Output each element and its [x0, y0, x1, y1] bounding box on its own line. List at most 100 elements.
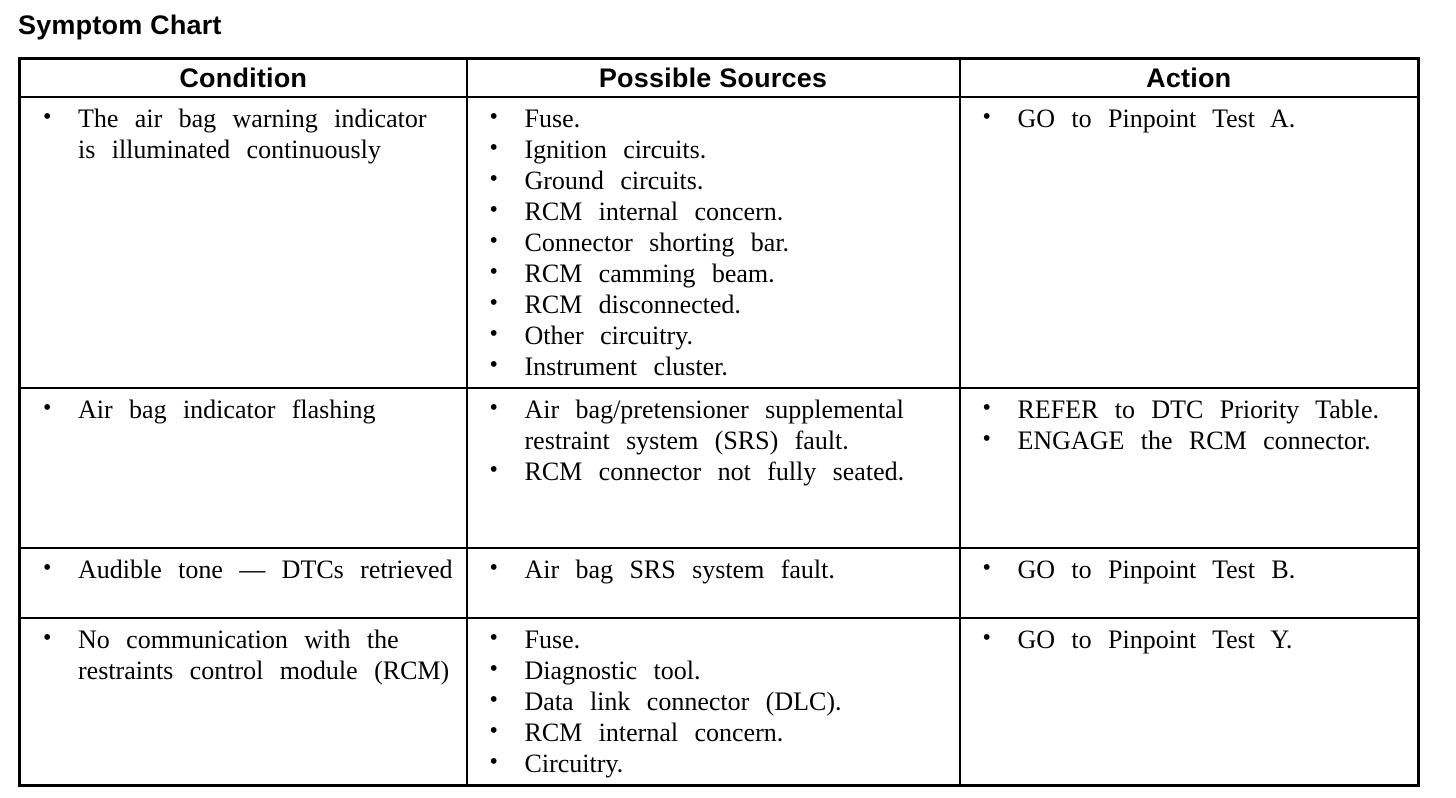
bullet-marker: •	[489, 197, 498, 223]
list-item-text: Diagnostic tool.	[524, 656, 701, 685]
bullet-marker: •	[982, 426, 991, 452]
list-item-text: RCM disconnected.	[524, 290, 741, 319]
column-header-condition: Condition	[18, 57, 468, 98]
column-header-possible-sources: Possible Sources	[465, 57, 961, 98]
bullet-marker: •	[489, 135, 498, 161]
list-item: • Diagnostic tool.	[468, 655, 953, 686]
bullet-marker: •	[489, 656, 498, 682]
action-cell: • GO to Pinpoint Test Y.	[958, 617, 1420, 787]
list-item-text: ENGAGE the RCM connector.	[1017, 426, 1371, 455]
sources-cell: • Air bag/pretensioner supplemental restr…	[465, 387, 961, 549]
sources-cell: • Fuse. • Diagnostic tool. • Data link connec…	[465, 617, 961, 787]
bullet-marker: •	[489, 718, 498, 744]
list-item: • ENGAGE the RCM connector.	[961, 425, 1412, 456]
table-row: • The air bag warning indicator is illumi…	[18, 96, 1420, 389]
bullet-marker: •	[489, 321, 498, 347]
bullet-marker: •	[489, 166, 498, 192]
bullet-marker: •	[982, 104, 991, 130]
bullet-marker: •	[982, 395, 991, 421]
list-item: • Fuse.	[468, 103, 953, 134]
list-item: • Air bag indicator flashing	[21, 394, 460, 425]
bullet-marker: •	[489, 687, 498, 713]
list-item: • Circuitry.	[468, 748, 953, 779]
list-item-text: Data link connector (DLC).	[524, 687, 842, 716]
list-item: • Air bag/pretensioner supplemental restr…	[468, 394, 953, 456]
list-item-text: Air bag indicator flashing	[78, 395, 376, 424]
condition-cell: • Air bag indicator flashing	[18, 387, 468, 549]
list-item-text: Instrument cluster.	[524, 352, 728, 381]
list-item-text: Air bag/pretensioner supplemental restra…	[524, 395, 904, 455]
list-item: • RCM disconnected.	[468, 289, 953, 320]
bullet-marker: •	[489, 625, 498, 651]
list-item-text: RCM internal concern.	[524, 718, 784, 747]
bullet-marker: •	[489, 290, 498, 316]
list-item-text: GO to Pinpoint Test B.	[1017, 555, 1296, 584]
list-item: • RCM internal concern.	[468, 196, 953, 227]
table-header-row: Condition Possible Sources Action	[18, 57, 1420, 98]
bullet-marker: •	[43, 395, 52, 421]
list-item: • RCM internal concern.	[468, 717, 953, 748]
bullet-marker: •	[43, 625, 52, 651]
condition-cell: • No communication with the restraints co…	[18, 617, 468, 787]
list-item-text: Circuitry.	[524, 749, 624, 778]
bullet-marker: •	[43, 104, 52, 130]
list-item-text: REFER to DTC Priority Table.	[1017, 395, 1380, 424]
symptom-chart-table: Condition Possible Sources Action • The a…	[18, 57, 1420, 787]
sources-cell: • Fuse. • Ignition circuits. • Ground circuit…	[465, 96, 961, 389]
list-item: • Ground circuits.	[468, 165, 953, 196]
list-item: • REFER to DTC Priority Table.	[961, 394, 1412, 425]
bullet-marker: •	[489, 749, 498, 775]
list-item: • GO to Pinpoint Test B.	[961, 554, 1412, 585]
list-item: • RCM camming beam.	[468, 258, 953, 289]
bullet-marker: •	[489, 228, 498, 254]
list-item-text: RCM camming beam.	[524, 259, 775, 288]
list-item-text: Air bag SRS system fault.	[524, 555, 835, 584]
action-cell: • GO to Pinpoint Test A.	[958, 96, 1420, 389]
bullet-marker: •	[489, 352, 498, 378]
bullet-marker: •	[43, 555, 52, 581]
list-item-text: RCM internal concern.	[524, 197, 784, 226]
bullet-marker: •	[489, 457, 498, 483]
column-header-action: Action	[958, 57, 1420, 98]
list-item: • Connector shorting bar.	[468, 227, 953, 258]
list-item: • Instrument cluster.	[468, 351, 953, 382]
bullet-marker: •	[489, 259, 498, 285]
list-item: • GO to Pinpoint Test A.	[961, 103, 1412, 134]
table-row: • No communication with the restraints co…	[18, 617, 1420, 787]
sources-cell: • Air bag SRS system fault.	[465, 547, 961, 619]
bullet-marker: •	[489, 395, 498, 421]
bullet-marker: •	[489, 555, 498, 581]
list-item: •RCM connector not fully seated.	[468, 456, 953, 487]
list-item-text: Fuse.	[524, 625, 581, 654]
table-row: • Audible tone — DTCs retrieved • Air bag S…	[18, 547, 1420, 619]
list-item: • Other circuitry.	[468, 320, 953, 351]
list-item: • GO to Pinpoint Test Y.	[961, 624, 1412, 655]
list-item-text: Ignition circuits.	[524, 135, 707, 164]
list-item-text: GO to Pinpoint Test Y.	[1017, 625, 1293, 654]
list-item-text: Other circuitry.	[524, 321, 693, 350]
bullet-marker: •	[982, 625, 991, 651]
list-item: • Air bag SRS system fault.	[468, 554, 953, 585]
list-item: • Audible tone — DTCs retrieved	[21, 554, 460, 585]
symptom-table-body: • The air bag warning indicator is illumi…	[18, 96, 1420, 787]
bullet-marker: •	[489, 104, 498, 130]
list-item-text: Ground circuits.	[524, 166, 704, 195]
list-item-text: Fuse.	[524, 104, 581, 133]
action-cell: • GO to Pinpoint Test B.	[958, 547, 1420, 619]
list-item-text: Connector shorting bar.	[524, 228, 790, 257]
list-item: • Fuse.	[468, 624, 953, 655]
list-item: • No communication with the restraints co…	[21, 624, 460, 686]
condition-cell: • Audible tone — DTCs retrieved	[18, 547, 468, 619]
list-item: • Ignition circuits.	[468, 134, 953, 165]
condition-cell: • The air bag warning indicator is illumi…	[18, 96, 468, 389]
bullet-marker: •	[982, 555, 991, 581]
list-item-text: The air bag warning indicator is illumin…	[78, 104, 427, 164]
page-title: Symptom Chart	[18, 10, 222, 40]
list-item-text: No communication with the restraints con…	[78, 625, 450, 685]
list-item-text: GO to Pinpoint Test A.	[1017, 104, 1296, 133]
action-cell: • REFER to DTC Priority Table. • ENGAGE the…	[958, 387, 1420, 549]
list-item-text: Audible tone — DTCs retrieved	[78, 555, 453, 584]
list-item: • The air bag warning indicator is illumi…	[21, 103, 460, 165]
list-item: • Data link connector (DLC).	[468, 686, 953, 717]
